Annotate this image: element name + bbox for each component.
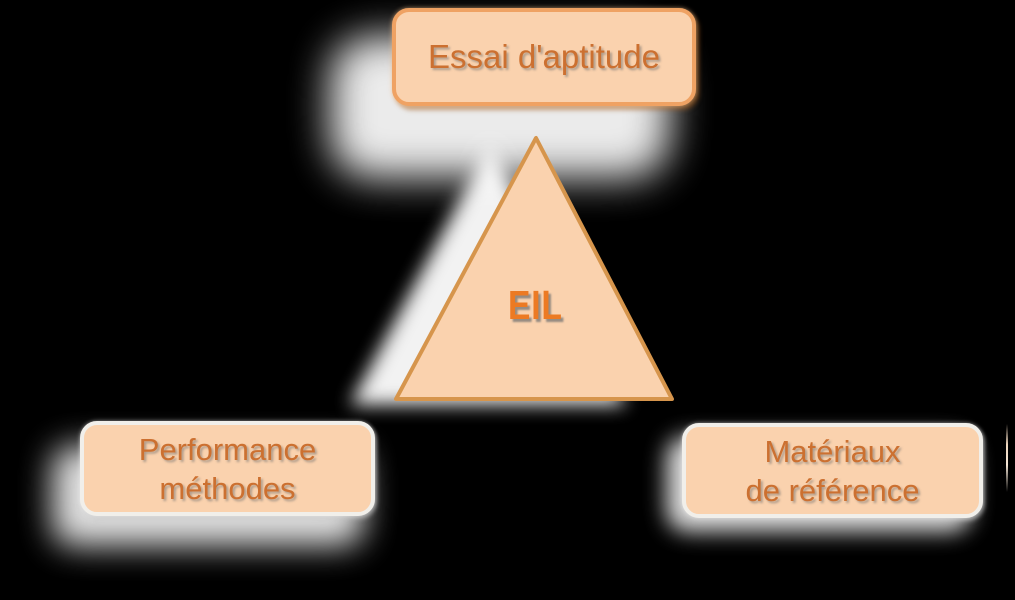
node-performance-line1: Performance bbox=[138, 431, 317, 467]
triangle-shadow bbox=[350, 144, 626, 405]
eil-label: EIL bbox=[380, 282, 690, 329]
node-performance-line2: méthodes bbox=[159, 470, 296, 506]
node-materiaux-line2: de référence bbox=[745, 472, 920, 508]
node-performance-methodes: Performance méthodes bbox=[80, 421, 375, 516]
eil-triangle bbox=[394, 136, 674, 401]
node-essai-aptitude-label: Essai d'aptitude bbox=[428, 38, 660, 75]
node-materiaux-reference: Matériaux de référence bbox=[682, 423, 983, 518]
eil-triangle-shape bbox=[394, 136, 674, 401]
eil-label-text: EIL bbox=[507, 282, 563, 328]
node-materiaux-line1: Matériaux bbox=[764, 433, 901, 469]
stray-artifact-line bbox=[1006, 424, 1008, 492]
node-essai-aptitude: Essai d'aptitude bbox=[392, 8, 696, 106]
